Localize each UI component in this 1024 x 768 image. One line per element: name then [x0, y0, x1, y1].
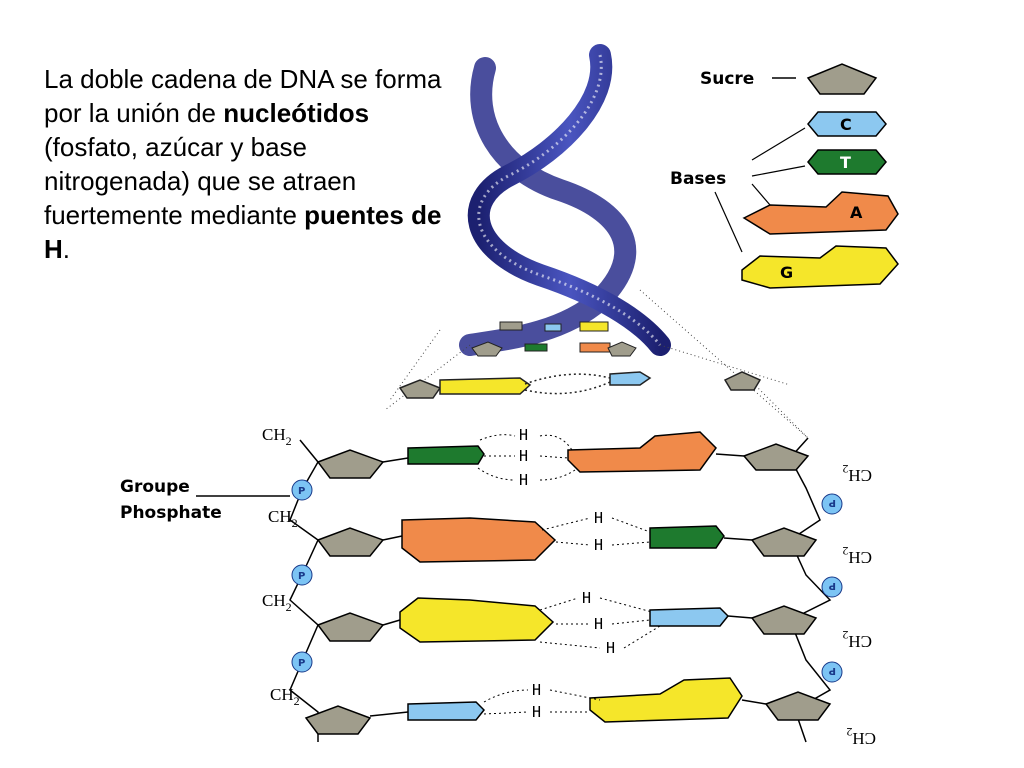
caption-bold-nucleotides: nucleótidos	[223, 98, 370, 128]
phosphate-circle	[821, 493, 843, 515]
phosphate-symbol: P	[298, 658, 305, 669]
sugar-left	[316, 527, 385, 557]
ch2-label: CH2	[262, 425, 292, 448]
h-label: H	[519, 447, 528, 465]
phosphate-circle	[291, 479, 313, 501]
sugar-left	[304, 705, 372, 735]
h-label: H	[606, 639, 615, 657]
hydrogen-bonds-row-2	[541, 517, 651, 546]
caption-part-3: .	[62, 234, 71, 264]
base-pair-row-2	[316, 517, 818, 563]
phosphates-right: P P P	[821, 493, 843, 683]
legend-bases-label: Bases	[670, 169, 726, 189]
h-label: H	[532, 703, 541, 721]
hydrogen-bonds-row-3	[539, 597, 661, 649]
hydrogen-bonds-row-1	[477, 434, 576, 481]
legend-adenine-letter: A	[850, 203, 863, 222]
thymine-right	[649, 525, 725, 549]
sugar-right	[750, 527, 818, 557]
double-helix	[459, 44, 671, 356]
ch2-label: CH2	[262, 591, 292, 614]
hydrogen-bonds-row-4	[483, 689, 601, 715]
h-label: H	[594, 615, 603, 633]
h-label: H	[594, 509, 603, 527]
ch2-label-inverted: CH2	[842, 544, 872, 567]
guanine-shape	[439, 377, 532, 395]
base-pair-row-top	[398, 371, 762, 399]
ch2-label: CH2	[268, 507, 298, 530]
phosphate-circle	[291, 651, 313, 673]
sugar-left	[316, 612, 385, 642]
phosphate-symbol: P	[829, 665, 836, 676]
ch2-label-inverted: CH2	[842, 462, 872, 485]
base-pair-row-1	[316, 431, 810, 479]
legend-guanine-shape	[741, 245, 899, 289]
legend-cytosine-shape	[807, 111, 887, 137]
legend-thymine-letter: T	[840, 153, 851, 172]
phosphate-symbol: P	[298, 486, 305, 497]
helix-strand-shadow	[477, 54, 662, 346]
adenine-left	[401, 517, 557, 563]
legend-cytosine-letter: C	[840, 115, 852, 134]
h-label: H	[519, 471, 528, 489]
legend: Sucre Bases C T A G	[670, 63, 899, 289]
guanine-right	[589, 677, 743, 723]
helix-strand-back	[459, 57, 637, 356]
caption-bold-hydrogen-bonds: puentes de H	[44, 200, 442, 264]
cytosine-right	[649, 607, 730, 627]
cytosine-shape	[609, 371, 652, 386]
sugar-shape	[398, 379, 442, 399]
h-label: H	[519, 426, 528, 444]
sugar-right	[764, 691, 832, 721]
far-base-pairs	[471, 321, 637, 357]
ch2-label-inverted: CH2	[842, 628, 872, 651]
phosphate-group-label: Groupe Phosphate	[120, 477, 290, 523]
caption-text: La doble cadena de DNA se forma por la u…	[44, 62, 444, 266]
phosphate-circle	[821, 661, 843, 683]
sugar-right	[742, 443, 810, 471]
legend-sugar-label: Sucre	[700, 69, 754, 89]
sugar-right	[750, 605, 818, 635]
h-label: H	[532, 681, 541, 699]
adenine-right	[567, 431, 717, 473]
cytosine-left	[407, 701, 486, 721]
perspective-lines	[384, 289, 809, 439]
ch2-labels-left: CH2 CH2 CH2 CH2	[262, 425, 300, 708]
ch2-labels-right: CH2 CH2 CH2 CH2	[842, 462, 876, 748]
ch2-label: CH2	[270, 685, 300, 708]
guanine-left	[399, 597, 555, 643]
base-pair-row-3	[316, 597, 818, 643]
sugar-shape	[723, 371, 762, 391]
phosphate-label-line-2: Phosphate	[120, 503, 222, 523]
phosphate-circle	[821, 576, 843, 598]
sugar-left	[316, 449, 385, 479]
legend-guanine-letter: G	[780, 263, 793, 282]
legend-thymine-shape	[807, 149, 887, 175]
caption-part-2: (fosfato, azúcar y base nitrogenada) que…	[44, 132, 357, 230]
ch2-label-inverted: CH2	[846, 725, 876, 748]
phosphate-symbol: P	[829, 580, 836, 591]
phosphate-label-line-1: Groupe	[120, 477, 190, 497]
thymine-left	[407, 445, 485, 465]
phosphates-left: P P P	[291, 479, 313, 673]
phosphate-circle	[291, 564, 313, 586]
legend-sugar-shape	[806, 63, 878, 95]
caption-part-1: La doble cadena de DNA se forma por la u…	[44, 64, 442, 128]
backbone-right	[789, 437, 832, 743]
legend-adenine-shape	[742, 191, 899, 235]
hydrogen-labels: H H H H H H H H H H	[519, 426, 615, 721]
h-label: H	[582, 589, 591, 607]
base-pair-row-4	[304, 677, 832, 735]
h-label: H	[594, 536, 603, 554]
phosphate-symbol: P	[829, 497, 836, 508]
phosphate-symbol: P	[298, 571, 305, 582]
